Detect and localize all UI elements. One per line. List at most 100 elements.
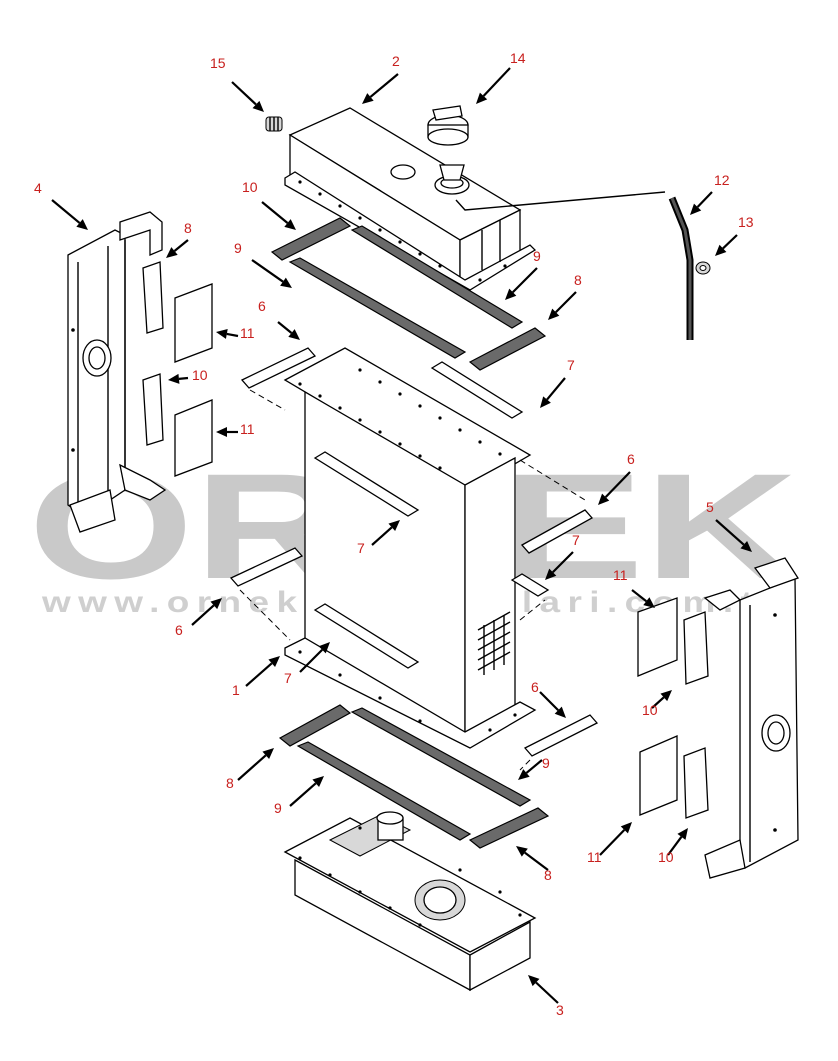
callout-arrow-shaft	[299, 649, 323, 673]
callout-9a: 9	[234, 240, 242, 256]
callout-arrow-head	[545, 568, 557, 580]
callout-11a: 11	[240, 325, 255, 341]
callout-arrow-head	[318, 642, 330, 654]
callout-arrow-shaft	[525, 759, 543, 774]
callout-arrow-shaft	[512, 267, 538, 293]
callout-8d: 8	[544, 867, 552, 883]
callout-arrow-head	[660, 690, 672, 702]
callout-arrow-shaft	[251, 259, 284, 283]
callout-arrow-shaft	[261, 201, 289, 224]
callout-arrow-shaft	[722, 234, 738, 250]
callout-arrow-shaft	[277, 321, 293, 334]
callout-arrow-shaft	[535, 981, 559, 1004]
callout-arrow-head	[362, 93, 374, 104]
right-inserts	[637, 597, 709, 819]
callout-arrow-shaft	[245, 662, 273, 687]
callout-arrow-shaft	[178, 376, 189, 380]
callout-arrow-head	[288, 329, 300, 340]
callout-arrow-head	[643, 597, 655, 608]
core-fin-hatch	[477, 611, 511, 675]
callout-arrow-head	[76, 219, 88, 230]
callout-7c: 7	[572, 532, 580, 548]
callout-arrow-shaft	[555, 291, 577, 313]
callout-arrow-head	[740, 540, 752, 552]
callout-arrow-shaft	[667, 836, 683, 856]
callout-arrow-head	[548, 308, 560, 320]
callout-11c: 11	[613, 567, 628, 583]
callout-arrow-head	[268, 656, 280, 668]
callout-arrow-shaft	[51, 199, 81, 224]
callout-6d: 6	[531, 679, 539, 695]
callout-8c: 8	[226, 775, 234, 791]
callout-arrow-head	[284, 219, 296, 230]
filler-neck	[434, 164, 470, 195]
left-side-frame	[67, 211, 167, 533]
callout-9b: 9	[533, 248, 541, 264]
callout-arrow-shaft	[231, 81, 257, 106]
left-inserts	[142, 261, 213, 477]
callout-7a: 7	[567, 357, 575, 373]
callout-arrow-shaft	[696, 191, 713, 208]
callout-arrow-head	[280, 277, 292, 288]
callout-arrow-head	[166, 247, 178, 258]
callout-arrow-shaft	[539, 691, 559, 711]
callout-arrow-head	[210, 598, 222, 610]
radiator-core	[283, 347, 537, 749]
callout-10d: 10	[658, 849, 674, 865]
callout-arrow-head	[528, 975, 540, 987]
callout-arrow-head	[312, 776, 324, 788]
callout-10c: 10	[642, 702, 658, 718]
overflow-hose	[455, 191, 694, 340]
callout-arrow-shaft	[289, 782, 317, 807]
callout-arrow-head	[598, 493, 610, 505]
drain-plug	[265, 116, 283, 132]
callout-15: 15	[210, 55, 226, 71]
callout-11d: 11	[587, 849, 602, 865]
radiator-cap	[427, 105, 469, 146]
callout-7b: 7	[357, 540, 365, 556]
callout-arrow-head	[516, 846, 528, 857]
callout-arrow-shaft	[599, 829, 626, 856]
callout-6a: 6	[258, 298, 266, 314]
callout-arrow-head	[554, 706, 566, 718]
callout-7d: 7	[284, 670, 292, 686]
callout-arrow-head	[518, 769, 530, 780]
callout-arrow-head	[252, 100, 264, 112]
right-side-frame	[703, 557, 799, 879]
callout-arrow-head	[262, 748, 274, 760]
callout-arrow-shaft	[604, 471, 631, 498]
callout-8b: 8	[574, 272, 582, 288]
mounting-strips	[229, 347, 599, 771]
callout-14: 14	[510, 50, 526, 66]
callout-arrow-shaft	[191, 604, 215, 626]
callout-3: 3	[556, 1002, 564, 1018]
callout-arrow-head	[168, 373, 180, 384]
callout-11b: 11	[240, 421, 255, 437]
callout-arrow-head	[677, 828, 688, 840]
callout-arrow-head	[505, 288, 517, 300]
callout-10b: 10	[192, 367, 208, 383]
lower-gaskets	[278, 704, 550, 849]
callout-9d: 9	[274, 800, 282, 816]
callout-12: 12	[714, 172, 730, 188]
callout-arrow-shaft	[546, 377, 566, 401]
callout-arrow-head	[540, 396, 551, 408]
callout-arrow-shaft	[237, 754, 267, 781]
callout-arrow-shaft	[552, 551, 574, 573]
callout-8a: 8	[184, 220, 192, 236]
callout-arrow-shaft	[173, 239, 189, 252]
bottom-tank	[283, 811, 537, 992]
callout-6b: 6	[627, 451, 635, 467]
callout-arrow-head	[715, 244, 727, 256]
core-holes	[298, 368, 517, 732]
callout-1: 1	[232, 682, 240, 698]
callout-5: 5	[706, 499, 714, 515]
callout-13: 13	[738, 214, 754, 230]
upper-gaskets	[270, 217, 547, 371]
callout-labels: 15 2 14 4 10 8 12 13 9 9 8 11 6 10 7 11 …	[34, 50, 754, 1018]
callout-arrow-shaft	[651, 696, 665, 709]
hose-clamp	[695, 261, 711, 275]
callout-arrow-shaft	[524, 851, 549, 871]
callout-arrow-shaft	[371, 526, 393, 546]
